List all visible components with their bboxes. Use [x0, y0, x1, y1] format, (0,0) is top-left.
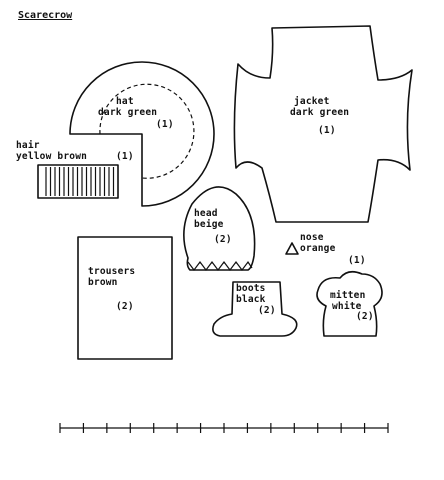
head-piece	[183, 186, 256, 271]
hair-name-label: hair	[16, 140, 40, 151]
trousers-count-label: (2)	[116, 301, 134, 312]
hair-count-label: (1)	[116, 151, 134, 162]
jacket-piece	[233, 25, 413, 223]
hat-count-label: (1)	[156, 119, 174, 130]
hat-color-label: dark green	[98, 107, 158, 118]
nose-piece	[285, 242, 299, 255]
head-zigzag-edge	[187, 260, 253, 271]
trousers-name-label: trousers	[88, 266, 136, 277]
mitten-name-label: mitten	[330, 290, 366, 301]
hat-name-label: hat	[116, 96, 134, 107]
mitten-piece	[316, 270, 383, 337]
hair-color-label: yellow brown	[16, 151, 88, 162]
jacket-name-label: jacket	[294, 96, 330, 107]
hair-fringe	[45, 167, 115, 196]
mitten-color-label: white	[332, 301, 362, 312]
head-name-label: head	[194, 208, 218, 219]
hat-piece	[69, 61, 215, 207]
page-title: Scarecrow	[18, 10, 73, 21]
trousers-piece	[77, 236, 173, 360]
boots-name-label: boots	[236, 283, 266, 294]
jacket-color-label: dark green	[290, 107, 350, 118]
head-color-label: beige	[194, 219, 224, 230]
boots-piece	[212, 281, 298, 337]
measurement-scale	[59, 423, 389, 433]
nose-color-label: orange	[300, 243, 336, 254]
boots-color-label: black	[236, 294, 266, 305]
mitten-count-label: (2)	[356, 311, 374, 322]
hat-dashed-line	[99, 83, 195, 179]
head-count-label: (2)	[214, 234, 232, 245]
nose-name-label: nose	[300, 232, 324, 243]
jacket-count-label: (1)	[318, 125, 336, 136]
trousers-color-label: brown	[88, 277, 118, 288]
nose-count-label: (1)	[348, 255, 366, 266]
boots-count-label: (2)	[258, 305, 276, 316]
